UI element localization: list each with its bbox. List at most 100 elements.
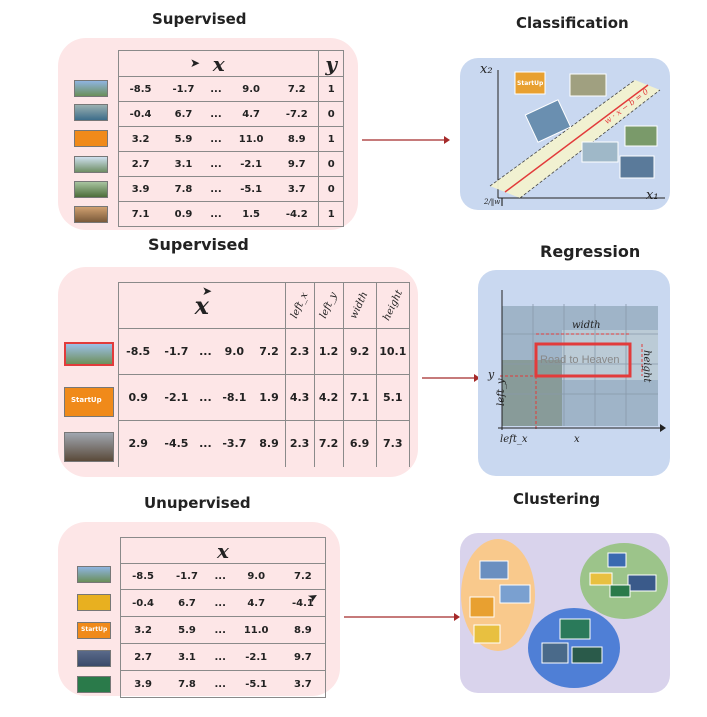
table-cell: 8.9	[280, 616, 326, 644]
table-cell: -8.1	[215, 374, 254, 421]
row-image-thumbnail	[64, 432, 114, 462]
table-cell: -8.5	[120, 563, 166, 590]
table-cell: -8.5	[118, 328, 158, 375]
table-cell: ...	[208, 670, 232, 698]
row-image-thumbnail: StartUp	[77, 622, 111, 639]
clustering-plot	[461, 539, 668, 688]
y-header: y	[318, 50, 344, 77]
classification-plot	[489, 70, 665, 199]
table-cell: 5.1	[376, 374, 410, 421]
table-cell: -5.1	[227, 176, 276, 202]
row-image-thumbnail	[77, 676, 111, 693]
table-cell: 3.2	[118, 126, 163, 152]
table-cell: 2.3	[285, 420, 315, 467]
table-cell: 9.2	[343, 328, 377, 375]
left-y-header: left_y	[314, 282, 344, 329]
table-cell: ...	[204, 201, 228, 227]
mouse-cursor-icon: ➤	[202, 284, 213, 298]
regression-plot	[498, 290, 666, 432]
row-image-thumbnail: StartUp	[64, 387, 114, 417]
row-image-thumbnail	[74, 206, 108, 223]
table-cell: 4.3	[285, 374, 315, 421]
regression-panel: Road to Heaven width height left_x left_…	[478, 270, 670, 476]
table-cell: 4.7	[227, 101, 276, 127]
table-cell: 0.9	[162, 201, 205, 227]
table-cell: -1.7	[165, 563, 209, 590]
section-3-title: Unupervised	[144, 494, 251, 512]
table-cell: 6.7	[165, 589, 209, 617]
table-cell: ...	[199, 437, 212, 451]
mouse-cursor-icon: ➤	[190, 56, 201, 70]
table-cell: 3.9	[118, 176, 163, 202]
section-2-table: x left_x left_y width height -8.5-1.7...…	[118, 282, 410, 467]
row-image-thumbnail	[77, 566, 111, 583]
table-cell: -7.2	[275, 101, 320, 127]
row-image-thumbnail	[74, 80, 108, 97]
table-cell: 2.7	[118, 151, 163, 177]
table-cell: 1.5	[227, 201, 276, 227]
table-cell: 3.1	[162, 151, 205, 177]
table-cell: 6.7	[162, 101, 205, 127]
x2-axis-label: x₂	[480, 62, 493, 77]
x1-axis-label: x₁	[646, 188, 659, 203]
table-cell: -2.1	[231, 643, 281, 671]
table-cell: 6.9	[343, 420, 377, 467]
table-cell: 7.2	[253, 328, 286, 375]
table-cell: 1.9	[253, 374, 286, 421]
left-x-label: left_x	[500, 434, 528, 445]
height-header: height	[376, 282, 410, 329]
table-cell: 9.7	[275, 151, 320, 177]
height-label: height	[641, 350, 652, 383]
table-cell: ...	[204, 101, 228, 127]
section-1-title: Supervised	[152, 10, 247, 28]
row-image-thumbnail	[74, 104, 108, 121]
table-cell: 1.2	[314, 328, 344, 375]
table-cell: -2.1	[227, 151, 276, 177]
table-cell: 9.0	[215, 328, 254, 375]
x-header: x	[118, 50, 320, 77]
table-cell: 0	[318, 101, 344, 127]
table-cell: 5.9	[162, 126, 205, 152]
row-image-thumbnail	[74, 181, 108, 198]
arrow-to-classification	[362, 136, 450, 144]
width-label: width	[572, 320, 601, 331]
table-cell: 1	[318, 76, 344, 102]
table-cell: ...	[204, 151, 228, 177]
table-cell: 11.0	[231, 616, 281, 644]
table-cell: 7.1	[343, 374, 377, 421]
table-cell: -0.4	[120, 589, 166, 617]
row-image-thumbnail	[74, 130, 108, 147]
table-cell: 1	[318, 126, 344, 152]
table-cell: 2.9	[128, 437, 148, 451]
x-header: x	[118, 282, 286, 329]
startup-sign-label: StartUp	[71, 396, 102, 404]
table-cell: ...	[204, 76, 228, 102]
table-cell: 2.7	[120, 643, 166, 671]
classification-panel: x₂ x₁ w · x − b = 0 2/‖w‖ StartUp	[460, 58, 670, 210]
table-cell: 10.1	[376, 328, 410, 375]
table-cell: 8.9	[253, 420, 286, 467]
table-cell: 0	[318, 176, 344, 202]
table-cell: 7.2	[275, 76, 320, 102]
table-cell: -5.1	[231, 670, 281, 698]
table-cell: 7.8	[162, 176, 205, 202]
arrow-to-regression	[422, 374, 480, 382]
table-cell: 9.0	[231, 563, 281, 590]
section-2-title: Supervised	[148, 235, 249, 254]
clustering-title: Clustering	[513, 490, 601, 508]
width-header: width	[343, 282, 377, 329]
table-cell: 4.7	[231, 589, 281, 617]
table-cell: ...	[208, 643, 232, 671]
table-cell: ...	[204, 126, 228, 152]
table-cell: ...	[208, 563, 232, 590]
table-cell: 9.7	[280, 643, 326, 671]
table-cell: 7.3	[383, 437, 403, 451]
startup-sign-label: StartUp	[517, 80, 544, 87]
table-cell: -4.1	[280, 589, 326, 617]
table-cell: 7.2	[314, 420, 344, 467]
cluster-green	[580, 543, 668, 619]
clustering-panel	[460, 533, 670, 693]
table-cell: -3.7	[222, 437, 247, 451]
table-cell: 3.1	[165, 643, 209, 671]
